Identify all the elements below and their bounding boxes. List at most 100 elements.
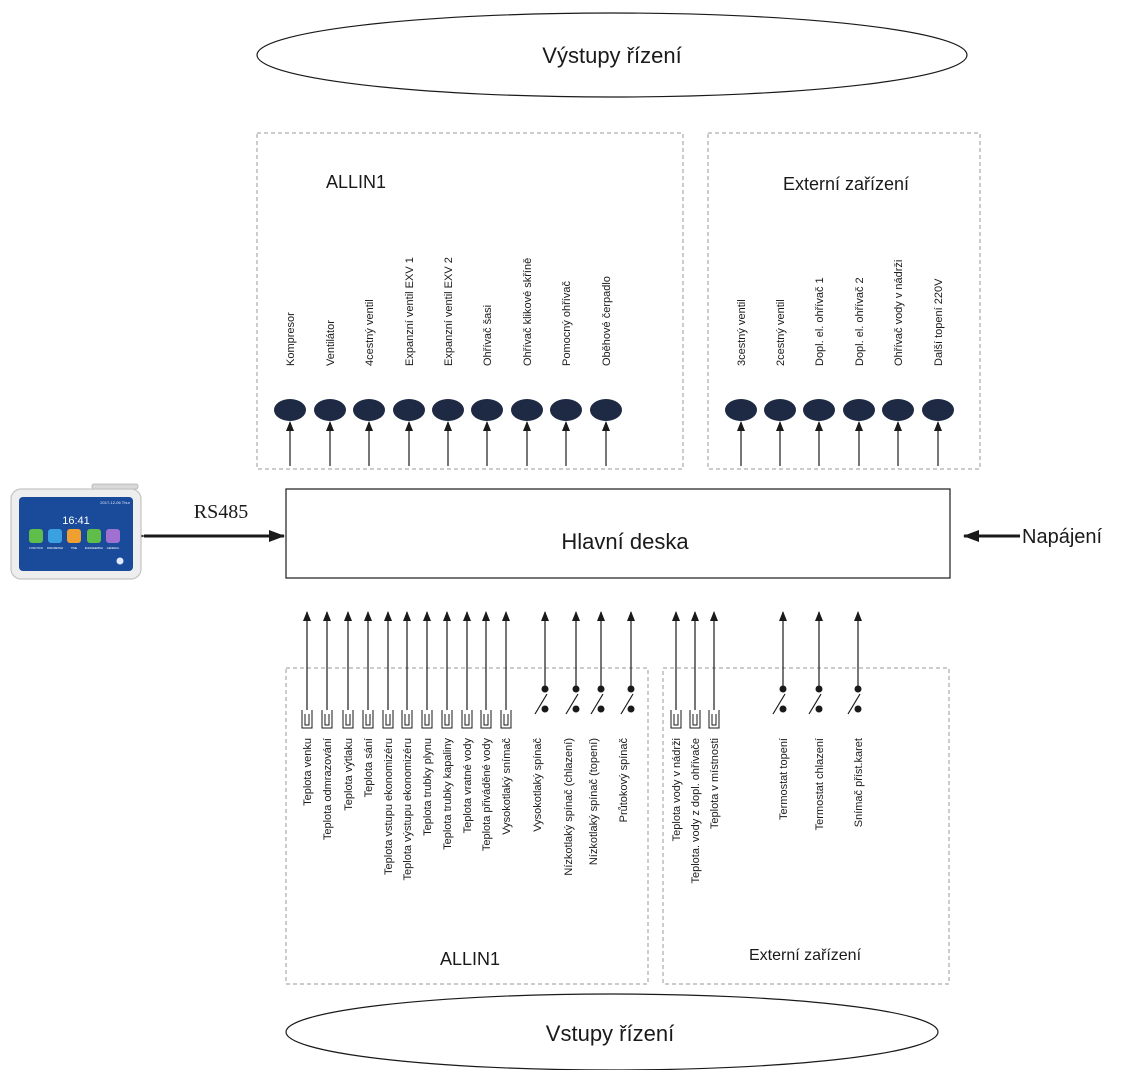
outputs-oval <box>256 12 968 98</box>
bottom-left-sensor-label-teplota-vstupu-ekonomizeru: Teplota vstupu ekonomizéru <box>383 738 395 875</box>
bottom-right-switch-bottom-snimac-prist-karet <box>854 705 862 713</box>
bottom-left-switch-blade-nizkotlaky-spinac-topeni <box>590 693 604 715</box>
bottom-left-sensor-label-teplota-trubky-kapaliny: Teplota trubky kapaliny <box>442 738 454 850</box>
bottom-left-sensor-probe-teplota-privadene-vody <box>480 710 492 729</box>
top-left-output-ohrivac-klikove-skrine <box>511 399 543 421</box>
top-left-label-ohrivac-sasi: Ohřívač šasi <box>482 305 494 366</box>
bottom-right-sensor-probe-teplota-vody-z-dopl-ohrivace <box>689 710 701 729</box>
bottom-left-switch-label-nizkotlaky-spinac-chlazeni: Nízkotlaký spínač (chlazení) <box>563 738 575 876</box>
top-right-label-dopl-el-ohrivac-1: Dopl. el. ohřívač 1 <box>814 277 826 366</box>
bottom-left-sensor-probe-teplota-vstupu-ekonomizeru <box>382 710 394 729</box>
bottom-right-switch-label-termostat-topeni: Termostat topení <box>778 738 790 820</box>
top-left-group-frame <box>256 132 684 470</box>
bottom-right-sensor-label-teplota-vody-v-nadrzi: Teplota vody v nádrži <box>671 738 683 841</box>
controller-app-function-icon <box>29 529 43 543</box>
bottom-right-group-title: Externí zařízení <box>749 947 862 964</box>
bottom-right-switch-label-termostat-chlazeni: Termostat chlazení <box>814 738 826 830</box>
controller-app-parameter: PARAMETER <box>47 546 63 550</box>
bottom-left-switch-label-prutokovy-spinac: Průtokový spínač <box>618 738 630 823</box>
bottom-left-switch-top-prutokovy-spinac <box>627 685 635 693</box>
bottom-left-switch-blade-nizkotlaky-spinac-chlazeni <box>565 693 579 715</box>
top-right-output-ohrivac-vody-v-nadrzi <box>882 399 914 421</box>
bottom-right-switch-blade-termostat-chlazeni <box>808 693 822 715</box>
power-label: Napájení <box>1022 526 1103 548</box>
bottom-left-group-title: ALLIN1 <box>440 949 500 969</box>
top-left-label-expanzni-ventil-exv-1: Expanzní ventil EXV 1 <box>404 257 416 366</box>
bottom-left-switch-label-vysokotlaky-spinac: Vysokotlaký spínač <box>532 738 544 832</box>
bottom-right-switch-top-snimac-prist-karet <box>854 685 862 693</box>
bottom-left-sensor-label-teplota-sani: Teplota sání <box>363 738 375 797</box>
bottom-right-switch-blade-snimac-prist-karet <box>847 693 861 715</box>
bottom-left-sensor-label-teplota-privadene-vody: Teplota přiváděné vody <box>481 738 493 852</box>
bottom-right-switch-blade-termostat-topeni <box>772 693 786 715</box>
bottom-left-sensor-label-teplota-venku: Teplota venku <box>302 738 314 806</box>
top-right-output-2cestny-ventil <box>764 399 796 421</box>
bottom-left-switch-bottom-nizkotlaky-spinac-topeni <box>597 705 605 713</box>
bottom-left-sensor-label-vysokotlaky-snimac: Vysokotlaký snímač <box>501 738 513 835</box>
bottom-left-group-frame <box>285 667 649 985</box>
top-right-group-frame <box>707 132 981 470</box>
controller-home-icon <box>116 557 124 565</box>
bottom-left-sensor-probe-teplota-vystupu-ekonomizeru <box>401 710 413 729</box>
bottom-left-sensor-label-teplota-vytlaku: Teplota výtlaku <box>343 738 355 811</box>
bottom-left-switch-blade-vysokotlaky-spinac <box>534 693 548 715</box>
outputs-title: Výstupy řízení <box>542 43 681 68</box>
top-left-output-ohrivac-sasi <box>471 399 503 421</box>
inputs-oval <box>285 993 939 1070</box>
top-right-label-3cestny-ventil: 3cestný ventil <box>736 299 748 366</box>
top-left-output-pomocny-ohrivac <box>550 399 582 421</box>
bottom-left-sensor-label-teplota-odmrazovani: Teplota odmrazování <box>322 738 334 840</box>
bottom-right-sensor-probe-teplota-vody-v-nadrzi <box>670 710 682 729</box>
top-left-label-obehove-cerpadlo: Oběhové čerpadlo <box>601 276 613 366</box>
controller-time: 16:41 <box>62 515 90 527</box>
bottom-left-switch-top-nizkotlaky-spinac-chlazeni <box>572 685 580 693</box>
top-right-output-dopl-el-ohrivac-1 <box>803 399 835 421</box>
inputs-title: Vstupy řízení <box>546 1021 674 1046</box>
bottom-left-sensor-probe-vysokotlaky-snimac <box>500 710 512 729</box>
top-left-output-expanzni-ventil-exv-1 <box>393 399 425 421</box>
top-right-output-dopl-el-ohrivac-2 <box>843 399 875 421</box>
bottom-right-switch-bottom-termostat-chlazeni <box>815 705 823 713</box>
top-left-label-pomocny-ohrivac: Pomocný ohřívač <box>561 281 573 366</box>
top-left-output-obehove-cerpadlo <box>590 399 622 421</box>
bottom-left-sensor-label-teplota-vystupu-ekonomizeru: Teplota výstupu ekonomizéru <box>402 738 414 880</box>
controller-app-general-icon <box>106 529 120 543</box>
bottom-right-sensor-label-teplota-v-mistnosti: Teplota v místnosti <box>709 738 721 829</box>
top-right-label-2cestny-ventil: 2cestný ventil <box>775 299 787 366</box>
bottom-left-sensor-probe-teplota-vytlaku <box>342 710 354 729</box>
top-right-label-dopl-el-ohrivac-2: Dopl. el. ohřívač 2 <box>854 277 866 366</box>
bottom-left-sensor-label-teplota-trubky-plynu: Teplota trubky plynu <box>422 738 434 836</box>
wall-controller: 2017-12-06 Thur 16:41 FUNCTION PARAMETER… <box>10 483 142 580</box>
bottom-left-switch-blade-prutokovy-spinac <box>620 693 634 715</box>
bottom-left-sensor-probe-teplota-venku <box>301 710 313 729</box>
bottom-right-switch-label-snimac-prist-karet: Snímač příst.karet <box>853 738 865 827</box>
controller-app-time: TIME <box>71 546 77 550</box>
bottom-right-sensor-probe-teplota-v-mistnosti <box>708 710 720 729</box>
main-board-box <box>285 488 951 579</box>
controller-status: 2017-12-06 Thur <box>100 500 130 505</box>
top-right-output-3cestny-ventil <box>725 399 757 421</box>
controller-app-time-icon <box>67 529 81 543</box>
bottom-left-switch-label-nizkotlaky-spinac-topeni: Nízkotlaký spínač (topení) <box>588 738 600 865</box>
bottom-left-sensor-probe-teplota-vratne-vody <box>461 710 473 729</box>
controller-app-function: FUNCTION <box>29 546 43 550</box>
top-left-output-kompresor <box>274 399 306 421</box>
bottom-left-switch-top-vysokotlaky-spinac <box>541 685 549 693</box>
rs485-label: RS485 <box>194 501 248 523</box>
main-board-label: Hlavní deska <box>561 529 689 554</box>
top-left-label-ventilator: Ventilátor <box>325 320 337 366</box>
top-right-label-dalsi-topeni-220v: Další topení 220V <box>933 278 945 366</box>
bottom-right-switch-top-termostat-topeni <box>779 685 787 693</box>
controller-app-engineering: ENGINEERING <box>85 546 103 550</box>
bottom-left-switch-bottom-prutokovy-spinac <box>627 705 635 713</box>
bottom-left-sensor-label-teplota-vratne-vody: Teplota vratné vody <box>462 738 474 834</box>
top-left-group-title: ALLIN1 <box>326 172 386 192</box>
bottom-right-sensor-label-teplota-vody-z-dopl-ohrivace: Teplota. vody z dopl. ohřívače <box>690 738 702 884</box>
top-left-output-expanzni-ventil-exv-2 <box>432 399 464 421</box>
bottom-left-switch-bottom-vysokotlaky-spinac <box>541 705 549 713</box>
controller-app-parameter-icon <box>48 529 62 543</box>
bottom-right-switch-bottom-termostat-topeni <box>779 705 787 713</box>
bottom-left-sensor-probe-teplota-sani <box>362 710 374 729</box>
top-right-output-dalsi-topeni-220v <box>922 399 954 421</box>
